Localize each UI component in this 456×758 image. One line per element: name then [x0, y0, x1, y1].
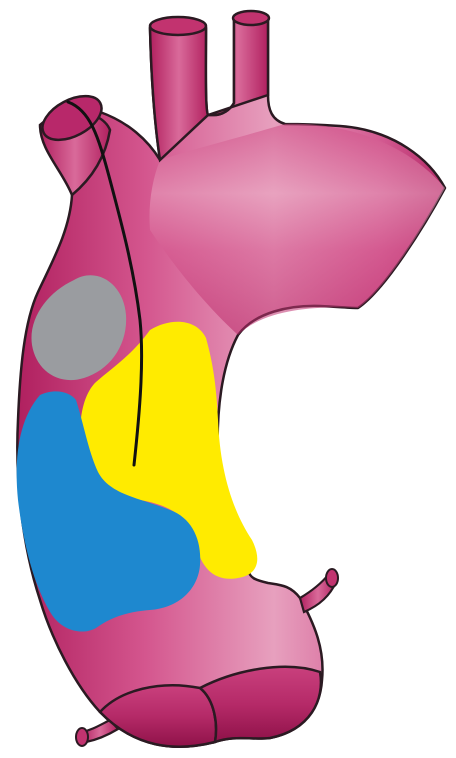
- carotid-opening: [233, 11, 269, 25]
- lower-right-opening: [326, 569, 338, 587]
- brachiocephalic-opening: [150, 17, 206, 35]
- lower-left-opening: [76, 728, 88, 746]
